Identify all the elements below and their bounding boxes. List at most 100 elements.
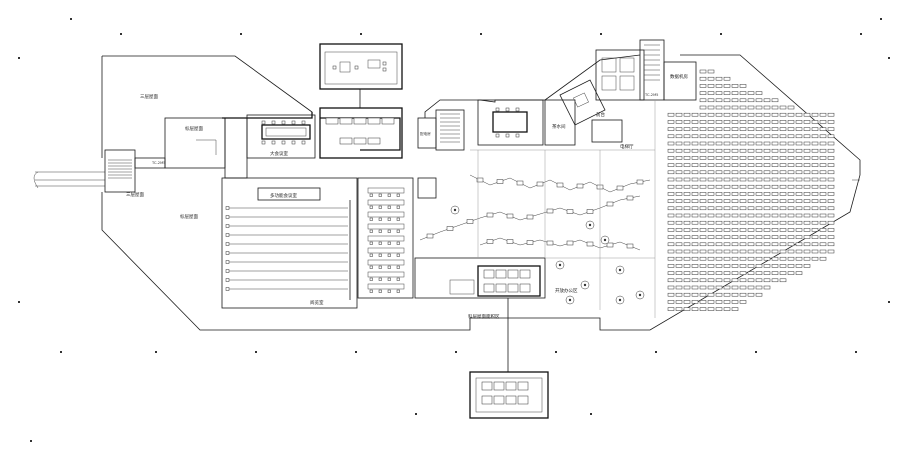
seat: [691, 271, 699, 275]
seat: [771, 141, 779, 146]
seat: [811, 148, 819, 153]
seat: [699, 264, 707, 268]
seat: [747, 112, 755, 117]
seat: [771, 184, 779, 189]
seat: [755, 177, 763, 182]
seat: [827, 235, 835, 239]
seat: [683, 235, 691, 239]
seat: [755, 249, 763, 254]
seat: [691, 285, 699, 290]
seat: [747, 292, 755, 297]
seat: [683, 220, 691, 225]
seat: [755, 105, 763, 110]
seat: [667, 156, 675, 160]
seat: [779, 206, 787, 211]
seat: [771, 192, 779, 196]
seat: [771, 156, 779, 160]
seat: [715, 220, 723, 225]
seat: [731, 242, 739, 247]
seat: [739, 228, 747, 232]
seat: [723, 228, 731, 232]
seat: [707, 105, 715, 110]
seat: [683, 278, 691, 283]
seat: [699, 292, 707, 297]
seat: [787, 242, 795, 247]
seat: [675, 292, 683, 297]
seat: [675, 127, 683, 131]
desk-block-left: [357, 177, 437, 299]
stair-right-tag: TC-2M5: [644, 93, 658, 97]
seat: [691, 141, 699, 146]
seat: [771, 271, 779, 275]
seat: [779, 127, 787, 131]
seat: [675, 242, 683, 247]
seat: [739, 112, 747, 117]
seat: [723, 285, 731, 290]
seat: [715, 285, 723, 290]
seat: [683, 206, 691, 211]
seat: [787, 220, 795, 225]
seat: [731, 278, 739, 283]
seat: [667, 271, 675, 275]
roof-label-left: 三层屋面: [126, 192, 144, 198]
seat: [675, 220, 683, 225]
seat: [715, 235, 723, 239]
seat: [827, 163, 835, 167]
building-outline: [101, 54, 861, 331]
seat: [723, 271, 731, 275]
seat: [771, 264, 779, 268]
seat: [683, 292, 691, 297]
seat: [731, 300, 739, 304]
seat: [803, 163, 811, 167]
seat: [675, 271, 683, 275]
seat: [763, 134, 771, 139]
seat: [803, 220, 811, 225]
seat: [763, 127, 771, 131]
seat: [691, 264, 699, 268]
seat: [827, 141, 835, 146]
seat: [707, 134, 715, 139]
seat: [779, 278, 787, 283]
seat: [683, 249, 691, 254]
seat: [683, 256, 691, 261]
seat: [763, 249, 771, 254]
seat: [779, 170, 787, 175]
seat: [787, 105, 795, 110]
seat: [819, 242, 827, 247]
seat: [811, 242, 819, 247]
seat: [715, 148, 723, 153]
seat: [811, 249, 819, 254]
seat: [731, 120, 739, 124]
seat: [723, 127, 731, 131]
interior-partitions: [470, 100, 656, 318]
seat: [707, 127, 715, 131]
seat: [675, 278, 683, 283]
seat: [699, 91, 707, 95]
seat: [715, 127, 723, 131]
seat: [787, 235, 795, 239]
seat: [715, 156, 723, 160]
seat: [667, 256, 675, 261]
seat: [739, 300, 747, 304]
seat: [795, 120, 803, 124]
seat: [779, 271, 787, 275]
seat: [739, 141, 747, 146]
seat: [763, 141, 771, 146]
seat: [715, 163, 723, 167]
seat: [819, 199, 827, 203]
seat: [755, 163, 763, 167]
seat: [771, 242, 779, 247]
meeting-room-center: [319, 107, 403, 159]
open-office-label: 开放办公区: [555, 287, 578, 294]
seat: [779, 148, 787, 153]
seat: [771, 199, 779, 203]
grid-markers: [18, 18, 890, 442]
seat: [739, 98, 747, 103]
detail-callout-top: [319, 43, 403, 108]
seat: [779, 156, 787, 160]
seat: [755, 285, 763, 290]
seat: [763, 271, 771, 275]
seat: [723, 220, 731, 225]
seat: [675, 206, 683, 211]
seat: [683, 213, 691, 218]
